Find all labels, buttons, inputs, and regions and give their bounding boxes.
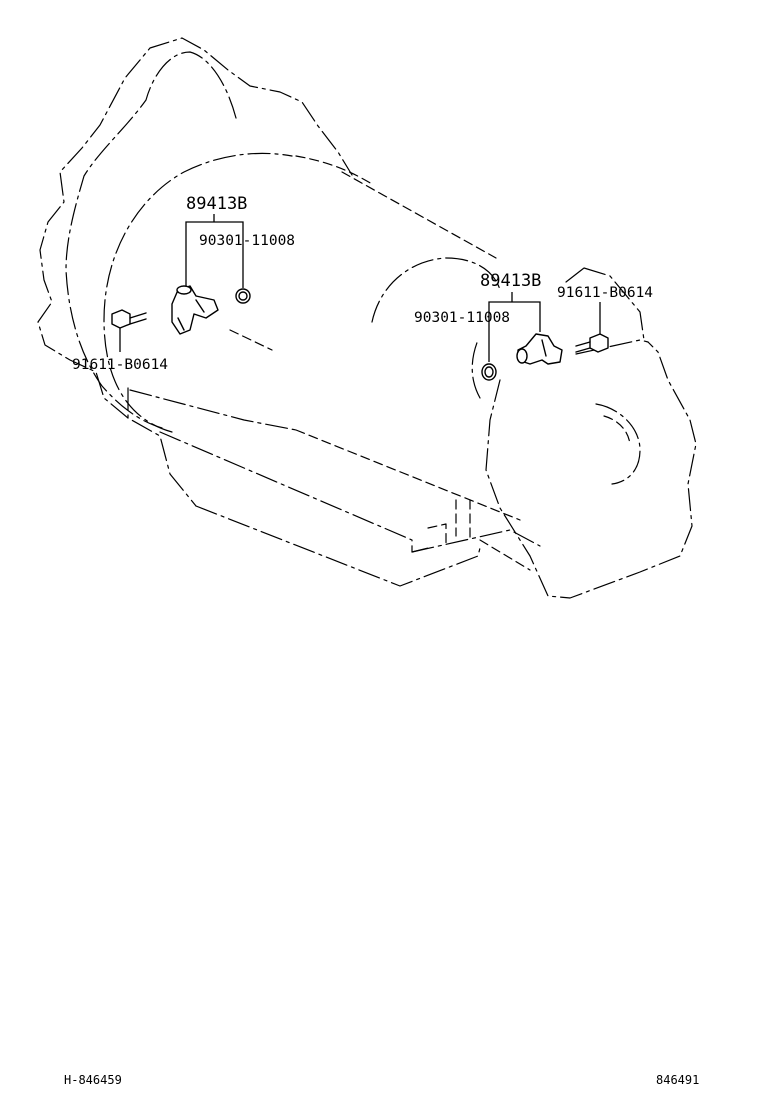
right-sensor-leader <box>488 301 541 362</box>
case-lower-front <box>127 387 197 507</box>
illustration-id: H-846459 <box>64 1073 122 1087</box>
right-speed-sensor[interactable] <box>516 333 563 365</box>
case-left-rail <box>129 389 297 431</box>
extension-housing-back <box>583 267 645 341</box>
case-rear-arc <box>471 339 481 399</box>
extension-housing-top <box>575 339 649 355</box>
output-shaft-arc <box>595 403 641 485</box>
callout-oring-left: 90301-11008 <box>199 233 295 249</box>
right-bolt[interactable] <box>575 333 609 353</box>
right-o-ring[interactable] <box>481 363 497 381</box>
oil-pan-outline <box>195 505 481 587</box>
transmission-housing <box>37 37 697 599</box>
bell-face-ring <box>103 152 293 433</box>
callout-sensor-left: 89413B <box>186 194 247 214</box>
left-speed-sensor[interactable] <box>171 285 219 335</box>
left-sensor-group <box>111 214 251 352</box>
callout-oring-right: 90301-11008 <box>414 310 510 326</box>
extension-housing-outline <box>485 341 697 599</box>
pan-detail-step <box>427 523 447 545</box>
extension-housing-rib <box>565 267 585 283</box>
oil-pan-top <box>159 431 429 553</box>
figure-number: 846491 <box>656 1073 699 1087</box>
callout-sensor-right: 89413B <box>480 271 541 291</box>
oil-pan-mid <box>411 529 541 553</box>
case-center-arc <box>371 257 501 323</box>
pan-detail-rear <box>479 539 531 571</box>
output-shaft-inner-arc <box>603 415 631 445</box>
callout-bolt-right: 91611-B0614 <box>557 285 653 301</box>
bell-housing-inner-lip <box>65 51 237 429</box>
left-o-ring[interactable] <box>235 288 251 304</box>
bell-face-arc <box>295 155 373 185</box>
case-top-line <box>341 171 497 259</box>
case-shaft-centerline <box>229 329 273 351</box>
left-bolt[interactable] <box>111 309 147 329</box>
bell-housing-outline <box>37 37 353 419</box>
right-sensor-group <box>481 292 609 381</box>
callout-bolt-left: 91611-B0614 <box>72 357 168 373</box>
case-long-bottom <box>295 429 521 521</box>
